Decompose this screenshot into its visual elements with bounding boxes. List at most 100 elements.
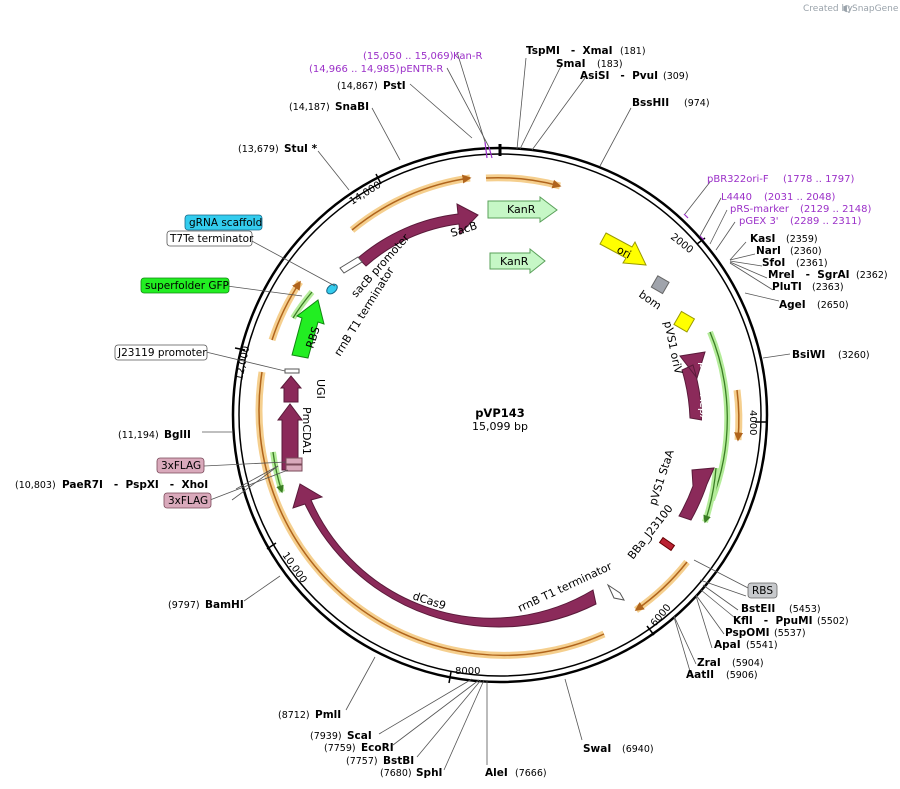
grna-scaffold-label: gRNA scaffold [189, 217, 262, 229]
kanr-label-2: KanR [500, 255, 529, 268]
site-pos-asisi: (309) [663, 71, 689, 82]
tick-label-4000: 4000 [747, 410, 758, 435]
3xflag-box-2 [163, 492, 212, 509]
primer-pos-kan-r: (15,050 .. 15,069) [363, 51, 454, 62]
site-name-alei: AleI [485, 767, 508, 779]
site-pos-pspomi: (5537) [774, 628, 806, 639]
site-name-sphi: SphI [416, 767, 442, 779]
site-name-nari: NarI [756, 245, 781, 257]
primer-name-prs-marker: pRS-marker [730, 204, 790, 215]
rbs-box-label: RBS [752, 585, 773, 597]
primer-name-pbr322ori-f: pBR322ori-F [707, 174, 769, 185]
3xflag-box-1 [156, 457, 205, 474]
snapgene-logo-icon: ◐ [843, 4, 851, 14]
site-pos-kfli: (5502) [817, 616, 849, 627]
tick-marks [234, 173, 766, 684]
sacb-promoter-feature [339, 256, 363, 274]
site-name-psti: PstI [383, 80, 406, 92]
kanr-label-1: KanR [507, 203, 536, 216]
site-name-stui: StuI * [284, 143, 318, 155]
pvs1-staa-feature-arrow [678, 467, 715, 521]
kanr-feature-arrow-1 [487, 195, 558, 223]
leader-lines [202, 51, 791, 771]
site-name-bstbi: BstBI [383, 755, 414, 767]
site-name-sfoi: SfoI [762, 257, 785, 269]
bba-j23100-label: BBa_J23100 [625, 502, 676, 562]
primer-name-l4440: L4440 [721, 192, 752, 203]
site-pos-ecori: (7759) [324, 743, 356, 754]
site-pos-apai: (5541) [746, 640, 778, 651]
site-pos-bglii: (11,194) [118, 430, 159, 441]
sacb-feature-arrow [357, 203, 479, 267]
site-name-zrai: ZraI [697, 657, 721, 669]
t7te-terminator-box [166, 230, 253, 247]
site-pos-alei: (7666) [515, 768, 547, 779]
plasmid-length: 15,099 bp [472, 420, 528, 433]
primer-name-pentr-r: pENTR-R [400, 64, 443, 75]
pvs1-repa-label: pVS1 RepA [697, 362, 710, 423]
tick-label-2000: 2000 [668, 232, 695, 256]
boxed-feature-labels: gRNA scaffold T7Te terminator superfolde… [114, 214, 778, 599]
primer-pos-pbr322ori-f: (1778 .. 1797) [783, 174, 855, 185]
site-name-bglii: BglII [164, 429, 191, 441]
pvs1-staa-label: pVS1 StaA [646, 448, 676, 507]
site-pos-nari: (2360) [790, 246, 822, 257]
site-pos-tspmi: (181) [620, 46, 646, 57]
site-pos-stui: (13,679) [238, 144, 279, 155]
site-name-snabi: SnaBI [335, 101, 369, 113]
site-pos-aatii: (5906) [726, 670, 758, 681]
primer-name-pgex3: pGEX 3' [739, 216, 779, 227]
site-pos-scai: (7939) [310, 731, 342, 742]
site-name-bamhi: BamHI [205, 599, 244, 611]
ori-label: ori [615, 243, 634, 261]
primer-pos-pentr-r: (14,966 .. 14,985) [309, 64, 400, 75]
rrnb-t1-terminator-feature-1 [606, 583, 625, 601]
site-name-kasi: KasI [750, 233, 775, 245]
tick-label-6000: 6000 [649, 602, 674, 629]
site-name-pspomi: PspOMI [725, 627, 770, 639]
site-name-pmli: PmlI [315, 709, 341, 721]
site-pos-bsiwi: (3260) [838, 350, 870, 361]
site-name-agei: AgeI [779, 299, 806, 311]
j23119-promoter-label: J23119 promoter [117, 347, 207, 359]
watermark-brand: SnapGene [852, 4, 899, 14]
tick-label-12000: 12,000 [234, 345, 252, 382]
site-name-apai: ApaI [714, 639, 741, 651]
site-pos-smai: (183) [597, 59, 623, 70]
site-name-kfli: KflI - PpuMI [733, 615, 813, 627]
site-name-ecori: EcoRI [361, 742, 394, 754]
primer-pos-pgex3: (2289 .. 2311) [790, 216, 862, 227]
site-pos-bstbi: (7757) [346, 756, 378, 767]
3xflag-label-1: 3xFLAG [161, 460, 201, 472]
site-pos-swai: (6940) [622, 744, 654, 755]
site-pos-zrai: (5904) [732, 658, 764, 669]
site-pos-psti: (14,867) [337, 81, 378, 92]
bom-feature [650, 275, 670, 295]
primer-pos-l4440: (2031 .. 2048) [764, 192, 836, 203]
site-name-swai: SwaI [583, 743, 611, 755]
plasmid-name: pVP143 [475, 406, 525, 420]
site-name-mrei: MreI - SgrAI [768, 269, 850, 281]
tick-label-8000: 8000 [455, 666, 480, 677]
pmcda1-label: PmCDA1 [300, 407, 313, 455]
grna-scaffold-feature [326, 283, 338, 295]
site-name-scai: ScaI [347, 730, 372, 742]
primer-markers [484, 141, 705, 241]
primer-pos-prs-marker: (2129 .. 2148) [800, 204, 872, 215]
site-pos-pmli: (8712) [278, 710, 310, 721]
site-name-paer7i: PaeR7I - PspXI - XhoI [62, 479, 208, 491]
ugi-label: UGI [314, 379, 327, 399]
orf-arcs [255, 174, 744, 659]
site-name-bsshii: BssHII [632, 97, 669, 109]
site-pos-sphi: (7680) [380, 768, 412, 779]
site-pos-paer7i: (10,803) [15, 480, 56, 491]
bba-j23100-feature [658, 536, 676, 552]
watermark-created-by: Created by [803, 4, 853, 14]
3xflag-feature-1 [285, 457, 303, 465]
primer-name-kan-r: Kan-R [453, 51, 482, 62]
superfolder-gfp-box [140, 277, 230, 294]
primer-labels: (15,050 .. 15,069) Kan-R (14,966 .. 14,9… [309, 51, 872, 227]
rbs-label: RBS [303, 325, 322, 350]
site-pos-kasi: (2359) [786, 234, 818, 245]
site-pos-pluti: (2363) [812, 282, 844, 293]
